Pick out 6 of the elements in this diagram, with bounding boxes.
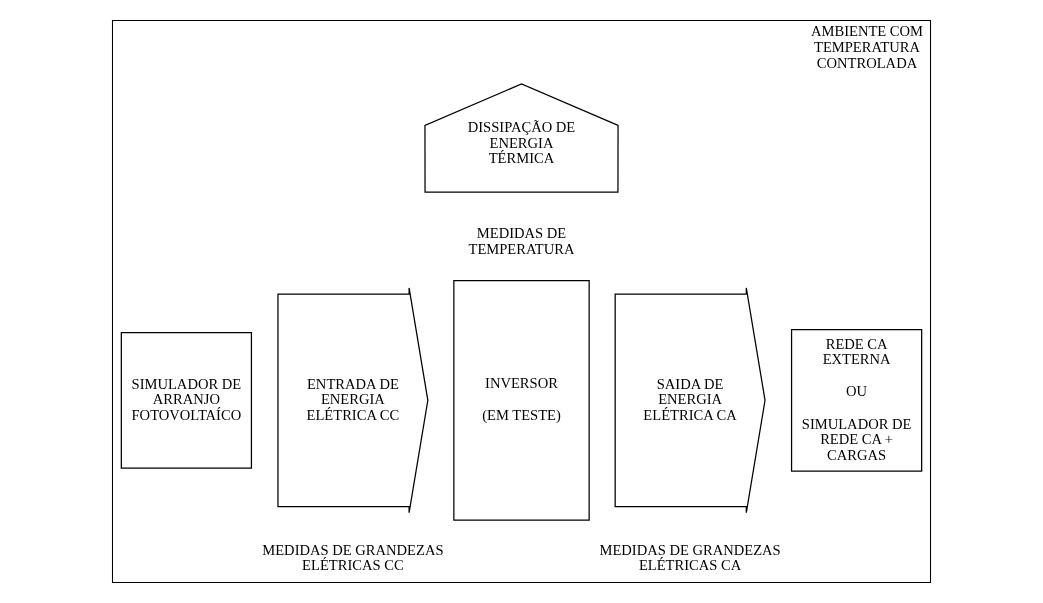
node-label: MEDIDAS DE GRANDEZAS ELÉTRICAS CC [262,541,444,574]
node-box: REDE CA EXTERNA OU SIMULADOR DE REDE CA + CARGAS [790,328,923,472]
node-box: SIMULADOR DE ARRANJO FOTOVOLTAÍCO [120,332,253,469]
node-label: MEDIDAS DE GRANDEZAS ELÉTRICAS CA [599,541,781,574]
node-box: INVERSOR (EM TESTE) [453,280,590,521]
node-label: MEDIDAS DE TEMPERATURA [468,225,575,257]
